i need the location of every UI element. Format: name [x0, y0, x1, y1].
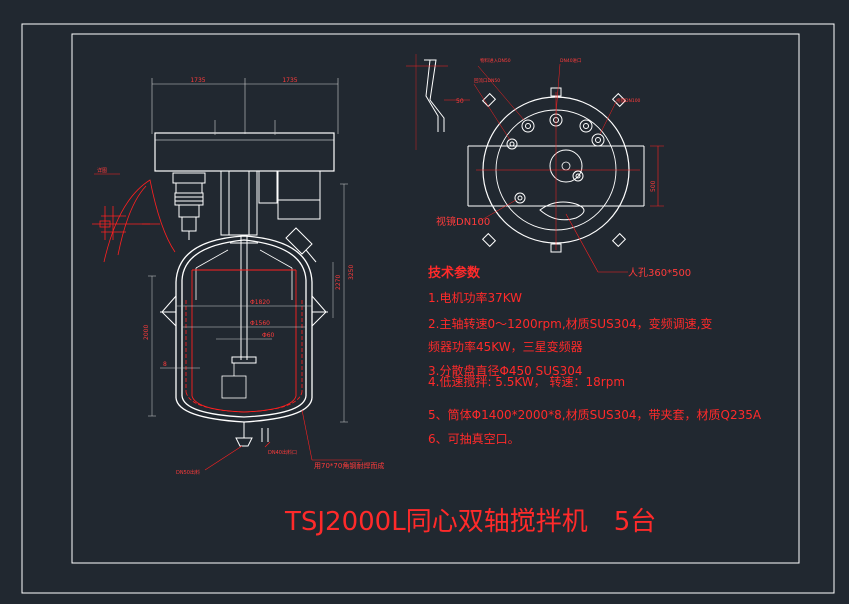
manhole: [539, 201, 585, 221]
label-sight: 视镜DN100: [616, 97, 641, 104]
top-nozzle: [285, 227, 317, 263]
bottom-outlet: [235, 422, 269, 447]
label-inlet: 回流口DN50: [474, 77, 500, 84]
spec-line-1: 1.电机功率37KW: [428, 290, 522, 305]
label-feed: 物料进入DN50: [480, 57, 511, 64]
inner-dimension-lines: [160, 305, 312, 369]
anchor-agitator: [191, 269, 297, 413]
dim-left-top: 1735: [190, 77, 205, 84]
front-view: 1735 1735: [92, 77, 384, 476]
nozzle-circles: [506, 113, 605, 204]
dim-small: 8: [163, 361, 167, 368]
top-view: 50: [406, 54, 691, 279]
spec-line-7: 6、可抽真空口。: [428, 432, 520, 446]
support-lugs: [160, 294, 328, 328]
specs-heading: 技术参数: [428, 265, 481, 281]
high-speed-motor: [277, 170, 321, 220]
spec-line-4: 3.分散盘直径Φ450 SUS304: [428, 363, 583, 378]
drawing-title: TSJ2000L同心双轴搅拌机 5台: [284, 507, 656, 537]
spec-line-3: 频器功率45KW，三星变频器: [428, 339, 583, 354]
dim-height-right: 3250: [348, 265, 355, 280]
top-dimension: [151, 78, 339, 134]
spec-line-6: 5、筒体Φ1400*2000*8,材质SUS304，带夹套，材质Q235A: [428, 407, 762, 422]
dim-right-top: 1735: [282, 77, 297, 84]
spec-line-5: 4.低速搅拌: 5.5KW， 转速：18rpm: [428, 374, 625, 389]
inner-frame: [71, 33, 800, 564]
label-detail: 详图: [97, 167, 107, 174]
outer-frame: [21, 23, 835, 594]
dim-diameter-2: Φ1560: [250, 320, 270, 327]
low-speed-motor: [172, 172, 206, 240]
label-outlet: DN50出料: [176, 469, 200, 476]
dim-diameter-1: Φ1820: [250, 299, 270, 306]
dim-height-left: 2000: [143, 325, 150, 340]
spec-line-2: 2.主轴转速0～1200rpm,材质SUS304，变频调速,变: [428, 316, 712, 331]
dim-side: 500: [650, 180, 657, 192]
label-vent: DN40进口: [560, 57, 582, 64]
detail-callout: [92, 179, 176, 263]
internal-struts: [195, 249, 293, 300]
dim-height-inner: 2270: [335, 275, 342, 290]
crossbeam: [154, 132, 335, 172]
tech-specs: 技术参数 1.电机功率37KW 2.主轴转速0～1200rpm,材质SUS304…: [428, 265, 762, 446]
dispersion-disc: [221, 375, 247, 399]
height-dimensions: [148, 183, 348, 423]
jacket: [185, 300, 303, 413]
vessel: [175, 235, 313, 423]
center-shaft: [549, 149, 583, 183]
label-manhole: 人孔360*500: [628, 267, 691, 279]
inlet-pipe: [406, 59, 470, 132]
label-drain: DN40出料口: [268, 449, 297, 456]
dim-diameter-3: Φ60: [262, 332, 275, 339]
central-drive: [220, 170, 278, 236]
label-viewport: 视镜DN100: [436, 215, 490, 228]
dim-small-top: 50: [456, 98, 464, 105]
label-jacket: 用70*70角钢耐焊而成: [314, 461, 384, 470]
